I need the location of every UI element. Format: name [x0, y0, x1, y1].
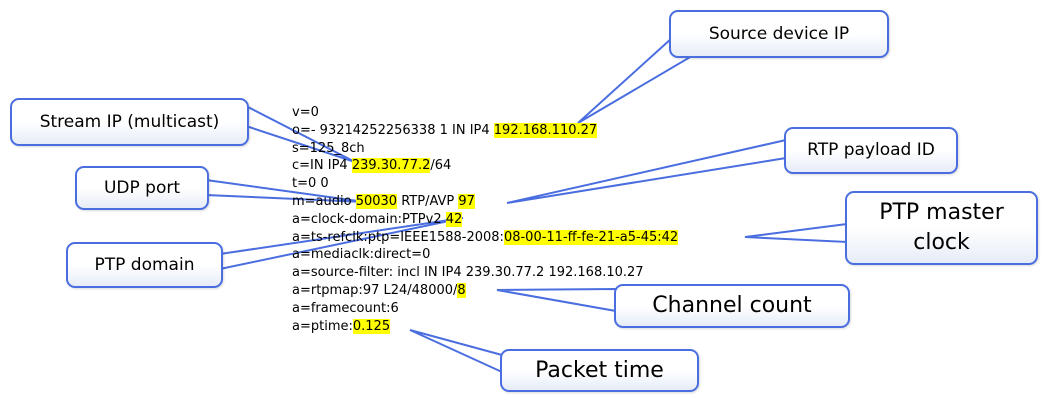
text: a=ptime: [292, 318, 353, 334]
ptp-domain-highlight: 42 [445, 211, 463, 227]
sdp-line-clock-domain: a=clock-domain:PTPv2 42 [292, 211, 678, 229]
sdp-line-ptime: a=ptime:0.125 [292, 318, 678, 336]
text: a=ts-refclk:ptp=IEEE1588-2008: [292, 229, 504, 245]
payload-id-highlight: 97 [458, 193, 475, 209]
channel-count-highlight: 8 [457, 282, 466, 298]
callout-udp-port: UDP port [75, 166, 209, 210]
callout-label: PTP master clock [879, 200, 1004, 255]
text: a=rtpmap:97 L24/48000/ [292, 282, 458, 298]
ptp-master-highlight: 08-00-11-ff-fe-21-a5-45:42 [503, 229, 679, 245]
pointer-packet-time [409, 329, 503, 374]
text: a=clock-domain:PTPv2 [292, 211, 446, 227]
sdp-line-o: o=- 93214252256338 1 IN IP4 192.168.110.… [292, 122, 678, 140]
callout-source-device-ip: Source device IP [669, 10, 889, 58]
callout-label: Channel count [652, 293, 812, 319]
text: /64 [430, 158, 452, 174]
sdp-line-v: v=0 [292, 105, 319, 120]
text: c=IN IP4 [292, 158, 352, 174]
source-ip-highlight: 192.168.110.27 [493, 122, 598, 138]
sdp-line-mediaclk: a=mediaclk:direct=0 [292, 247, 431, 263]
text: o=- 93214252256338 1 IN IP4 [292, 122, 494, 138]
callout-label: Packet time [535, 357, 664, 383]
sdp-text: v=0 o=- 93214252256338 1 IN IP4 192.168.… [292, 104, 679, 336]
stream-ip-highlight: 239.30.77.2 [351, 158, 431, 174]
callout-label: PTP domain [94, 254, 195, 275]
sdp-line-framecount: a=framecount:6 [292, 300, 399, 316]
sdp-line-s: s=125_8ch [292, 140, 365, 156]
udp-port-highlight: 50030 [355, 193, 398, 209]
callout-stream-ip: Stream IP (multicast) [10, 98, 249, 146]
pointer-ptp-master [744, 222, 848, 244]
callout-label: UDP port [103, 177, 181, 198]
callout-ptp-domain: PTP domain [66, 242, 223, 288]
callout-channel-count: Channel count [614, 284, 850, 328]
sdp-line-c: c=IN IP4 239.30.77.2/64 [292, 157, 678, 175]
callout-rtp-payload-id: RTP payload ID [784, 127, 958, 174]
packet-time-highlight: 0.125 [352, 318, 391, 334]
sdp-line-m: m=audio 50030 RTP/AVP 97 [292, 193, 678, 211]
sdp-line-rtpmap: a=rtpmap:97 L24/48000/8 [292, 282, 678, 300]
callout-label: RTP payload ID [807, 140, 935, 161]
sdp-line-ts-refclk: a=ts-refclk:ptp=IEEE1588-2008:08-00-11-f… [292, 229, 679, 247]
text: m=audio [292, 193, 356, 209]
callout-ptp-master-clock: PTP master clock [845, 191, 1038, 265]
callout-packet-time: Packet time [500, 349, 699, 392]
callout-label: Source device IP [708, 23, 850, 44]
callout-label: Stream IP (multicast) [39, 111, 220, 132]
sdp-line-source-filter: a=source-filter: incl IN IP4 239.30.77.2… [292, 265, 644, 281]
text: RTP/AVP [397, 193, 459, 209]
sdp-line-t: t=0 0 [292, 176, 329, 192]
